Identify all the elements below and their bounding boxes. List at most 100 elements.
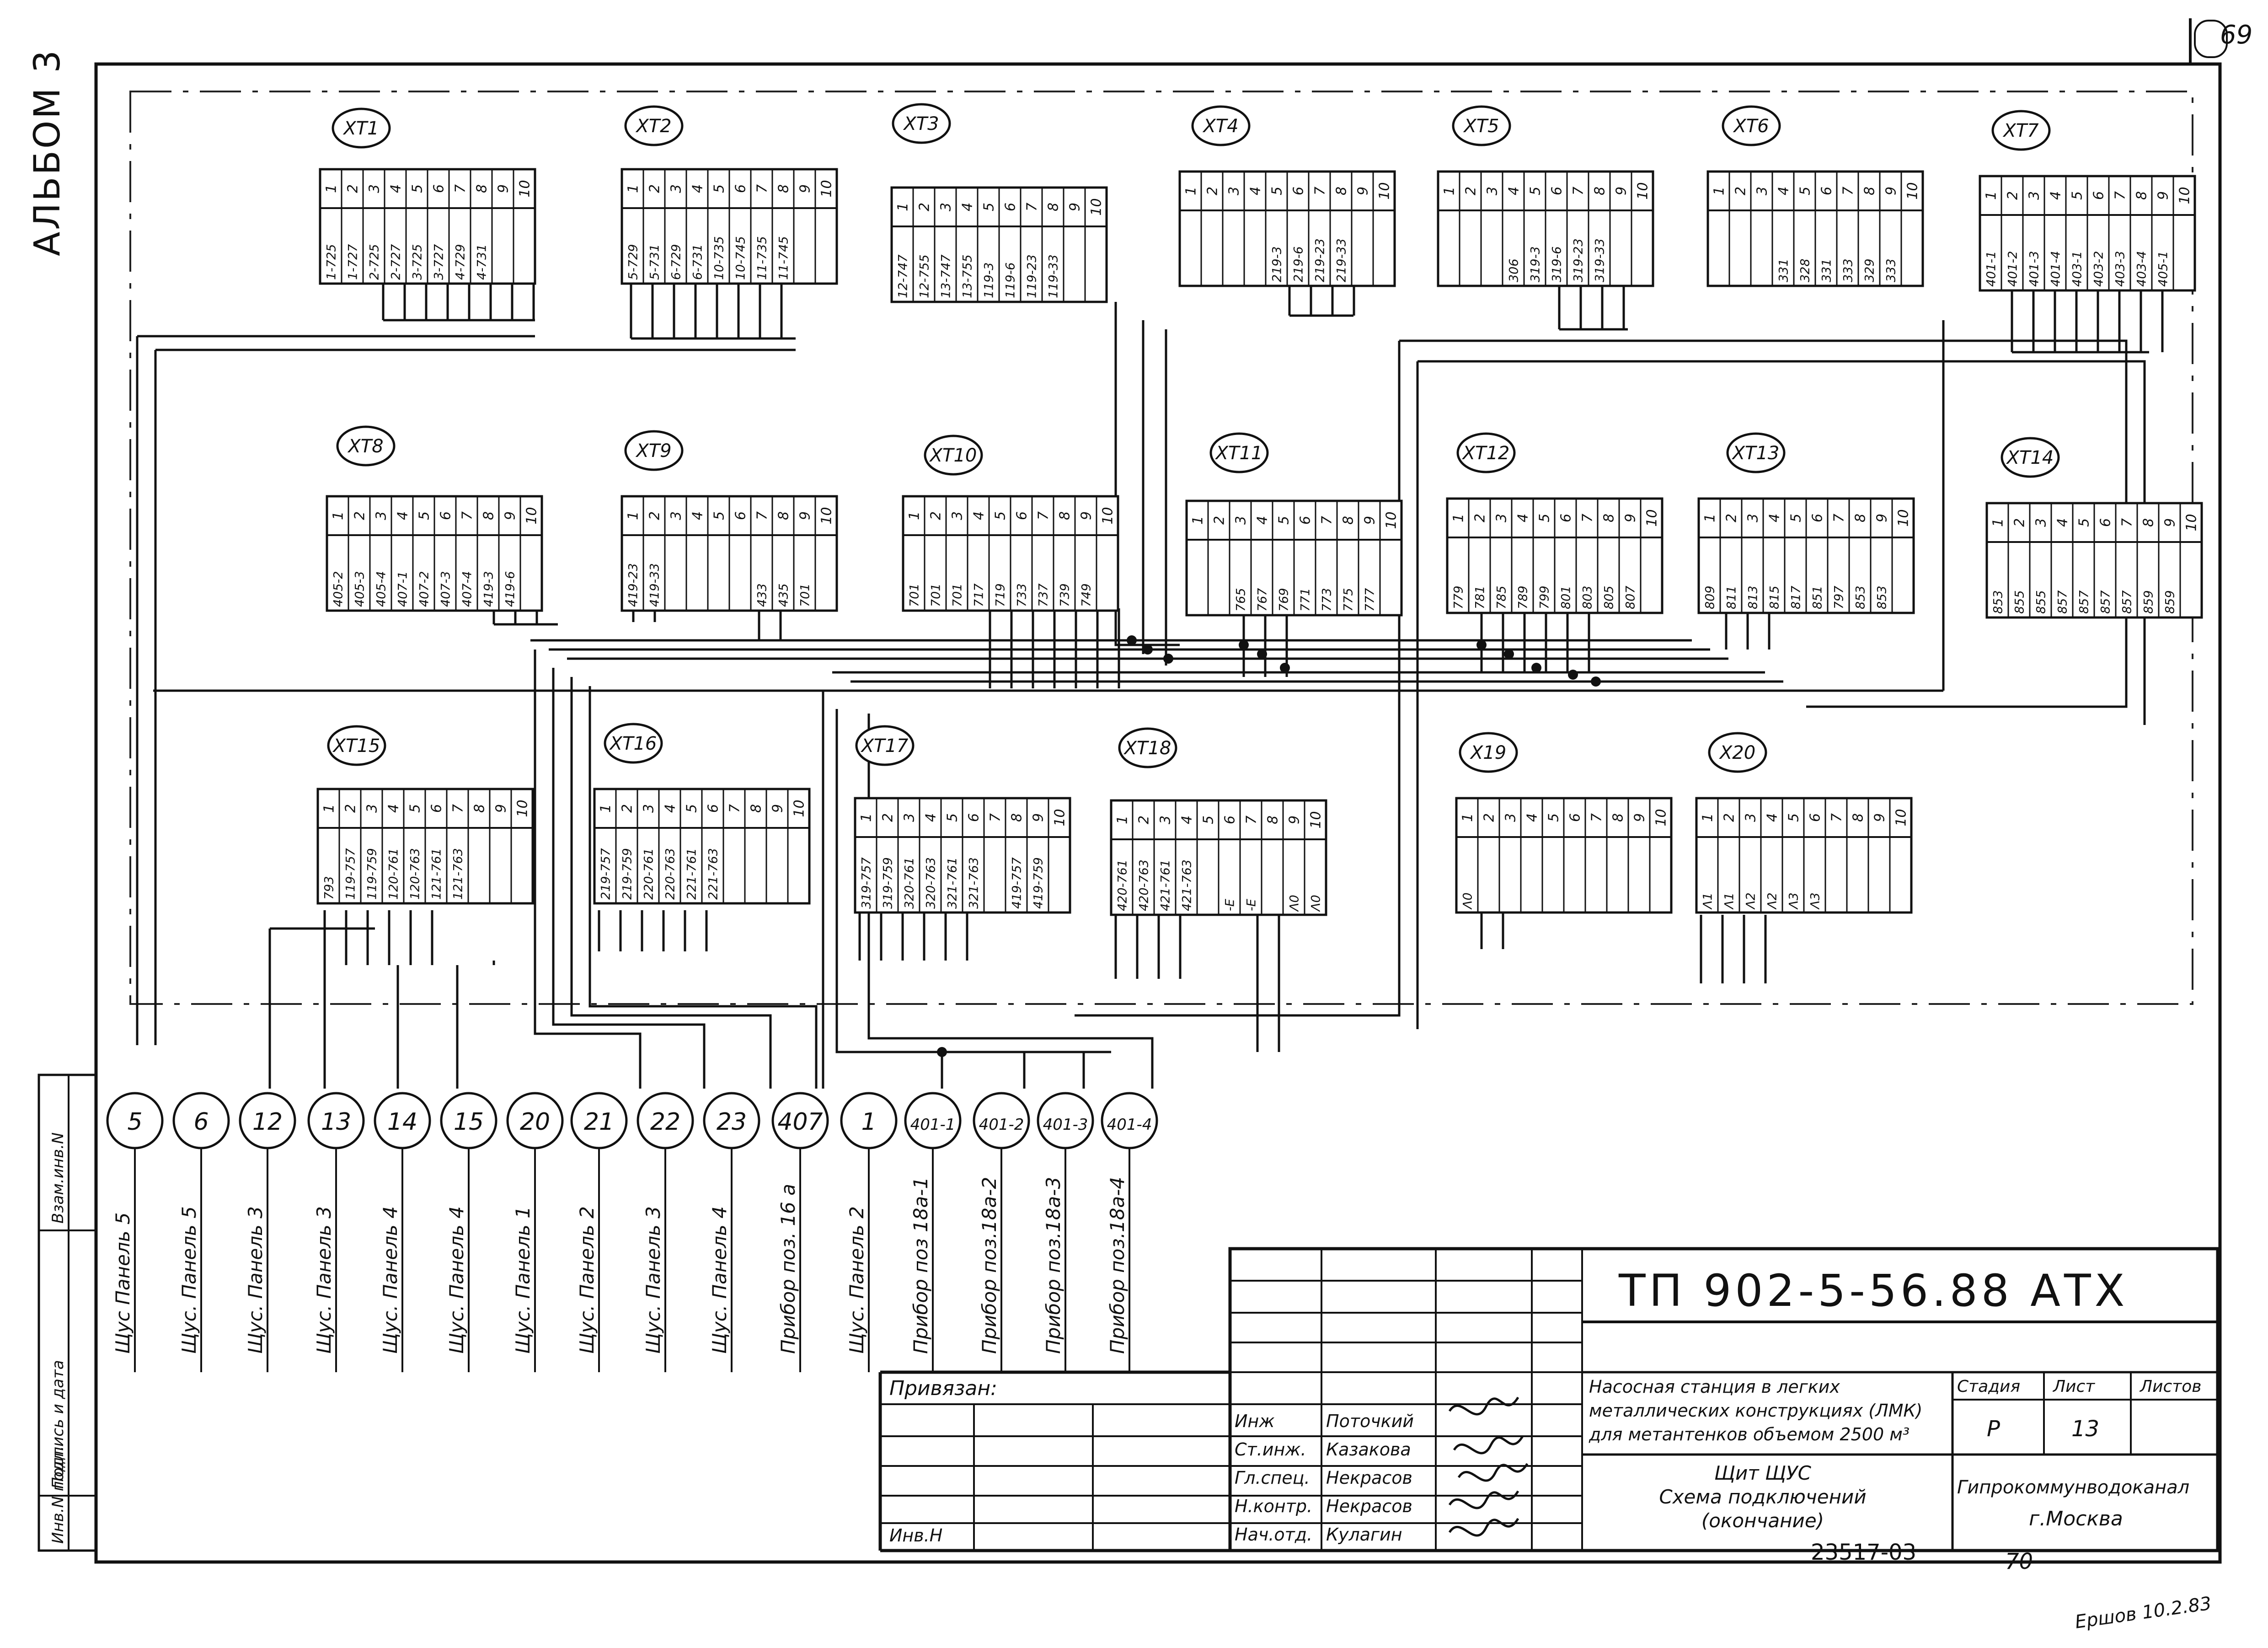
sheet-title-line: (окончание) <box>1701 1509 1824 1532</box>
wire-mark: 331 <box>1820 258 1834 282</box>
wire-junction <box>1476 640 1487 650</box>
terminal-number: 6 <box>1549 187 1565 195</box>
terminal-number: 2 <box>917 203 933 211</box>
wire-mark: 765 <box>1234 588 1248 612</box>
terminal-number: 5 <box>1797 187 1813 195</box>
terminal-number: 6 <box>1014 511 1030 520</box>
wire-mark: 220-761 <box>642 848 656 900</box>
terminal-number: 4 <box>1179 816 1195 824</box>
terminal-number: 3 <box>938 203 954 211</box>
terminal-number: 4 <box>960 203 976 211</box>
wire-junction <box>1257 649 1267 659</box>
terminal-number: 9 <box>1067 203 1083 211</box>
signature-scribble <box>1457 1463 1529 1482</box>
terminal-number: 1 <box>1984 191 2000 200</box>
terminal-number: 3 <box>902 813 918 822</box>
wire-mark: 6-729 <box>669 244 684 280</box>
terminal-number: 9 <box>2156 191 2172 200</box>
cable-number: 14 <box>387 1108 417 1136</box>
wire-line <box>1023 1051 1111 1089</box>
terminal-number: 9 <box>1355 187 1371 195</box>
wire-mark: 421-761 <box>1159 859 1173 911</box>
terminal-number: 2 <box>1722 813 1738 822</box>
terminal-number: 1 <box>598 804 614 813</box>
wire-mark: 851 <box>1811 585 1825 609</box>
terminal-number: 4 <box>386 804 402 813</box>
terminal-number: 3 <box>669 184 685 193</box>
terminal-number: 3 <box>1485 187 1501 195</box>
terminal-number: 5 <box>1269 187 1285 195</box>
wire-line <box>588 686 818 1089</box>
cable-number: 401-4 <box>1107 1116 1152 1134</box>
cable-number: 13 <box>321 1108 351 1136</box>
wire-mark: 853 <box>1854 585 1868 609</box>
terminal-number: 7 <box>1024 203 1040 211</box>
wire-mark: 407-2 <box>417 571 432 607</box>
wire-junction <box>1127 635 1137 645</box>
terminal-number: 7 <box>453 184 469 193</box>
block-label-circle <box>855 725 915 766</box>
cable-number: 15 <box>454 1108 484 1136</box>
wire-mark: 789 <box>1516 585 1530 609</box>
block-label: XT3 <box>903 113 939 134</box>
terminal-number: 1 <box>895 203 911 211</box>
wire-mark: Λ3 <box>1808 892 1823 910</box>
terminal-number: 2 <box>647 184 663 193</box>
terminal-number: 9 <box>1079 511 1095 520</box>
terminal-number: 7 <box>1244 816 1260 824</box>
terminal-number: 3 <box>1226 187 1242 195</box>
block-label: XT11 <box>1215 443 1263 464</box>
terminal-number: 3 <box>2033 518 2049 527</box>
terminal-number: 2 <box>1463 187 1479 195</box>
terminal-number: 9 <box>493 804 509 813</box>
wire-mark: 401-4 <box>2049 251 2063 287</box>
terminal-number: 4 <box>690 511 706 520</box>
terminal-number: 8 <box>1057 511 1073 520</box>
cable-destination: Щус. Панель 4 <box>708 1206 731 1354</box>
wire-mark: 329 <box>1863 258 1877 282</box>
wire-mark: 4-731 <box>475 244 489 280</box>
signature-scribble <box>1448 1490 1519 1509</box>
wire-mark: 739 <box>1058 583 1072 607</box>
signature-scribble <box>1448 1396 1519 1416</box>
wire-mark: 803 <box>1581 585 1595 609</box>
terminal-number: 3 <box>1754 187 1771 195</box>
terminal-number: 10 <box>515 800 531 817</box>
cable-destination: Щус. Панель 2 <box>845 1206 868 1354</box>
terminal-number: 3 <box>374 511 390 520</box>
side-stamp-label: Инв.N подл. <box>49 1446 67 1544</box>
terminal-number: 10 <box>1377 182 1393 199</box>
terminal-number: 10 <box>819 507 835 524</box>
wire-mark: 405-2 <box>332 571 346 607</box>
block-label-circle <box>332 107 391 149</box>
terminal-number: 5 <box>2070 191 2086 200</box>
terminal-number: 5 <box>1786 813 1802 822</box>
terminal-number: 2 <box>2005 191 2021 200</box>
wire-junction <box>1504 649 1514 659</box>
wire-mark: 777 <box>1363 588 1377 612</box>
project-line: Насосная станция в легких <box>1589 1377 1840 1397</box>
terminal-number: 8 <box>776 511 792 520</box>
terminal-number: 3 <box>1494 514 1510 522</box>
wire-mark: 220-763 <box>663 848 678 900</box>
wire-mark: 769 <box>1277 588 1291 612</box>
block-label-circle <box>1456 432 1516 473</box>
sheets-header: Листов <box>2139 1377 2201 1396</box>
cable-destination: Щус. Панель 2 <box>576 1206 598 1354</box>
terminal-number: 5 <box>711 184 727 193</box>
terminal-number: 10 <box>1384 511 1400 529</box>
wire-mark: 717 <box>972 583 986 607</box>
wire-mark: 119-757 <box>344 848 358 900</box>
cable-destination: Прибор поз. 16 а <box>777 1184 799 1354</box>
block-label: XT4 <box>1202 116 1238 137</box>
block-label-circle <box>624 105 684 146</box>
terminal-number: 7 <box>450 804 466 813</box>
